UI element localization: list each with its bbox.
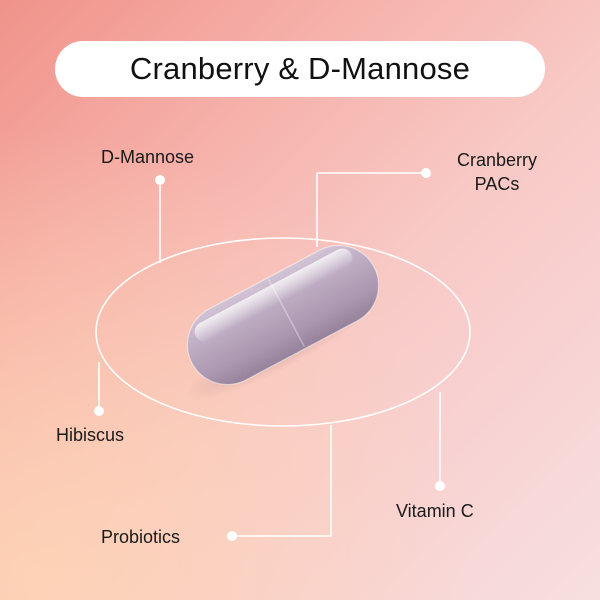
dot-d-mannose xyxy=(155,175,165,185)
label-vitamin-c: Vitamin C xyxy=(396,501,474,521)
capsule-image xyxy=(185,244,381,401)
connector-probiotics xyxy=(232,425,332,537)
page-title: Cranberry & D-Mannose xyxy=(129,51,471,86)
dot-vitamin-c xyxy=(435,481,445,491)
label-d-mannose: D-Mannose xyxy=(101,147,195,167)
center-ellipse xyxy=(95,237,471,427)
title-pill: Cranberry & D-Mannose xyxy=(55,41,545,97)
dot-cranberry xyxy=(421,168,431,178)
label-cranberry-line1: Cranberry xyxy=(456,150,538,170)
connector-lines xyxy=(98,172,441,537)
label-cranberry-pacs: Cranberry PACs xyxy=(450,148,544,196)
label-cranberry-line2: PACs xyxy=(474,174,520,194)
label-hibiscus: Hibiscus xyxy=(56,425,125,445)
label-probiotics: Probiotics xyxy=(101,527,181,547)
dot-probiotics xyxy=(227,531,237,541)
connector-cranberry xyxy=(316,172,426,247)
dot-hibiscus xyxy=(94,406,104,416)
connector-dots xyxy=(94,168,445,541)
